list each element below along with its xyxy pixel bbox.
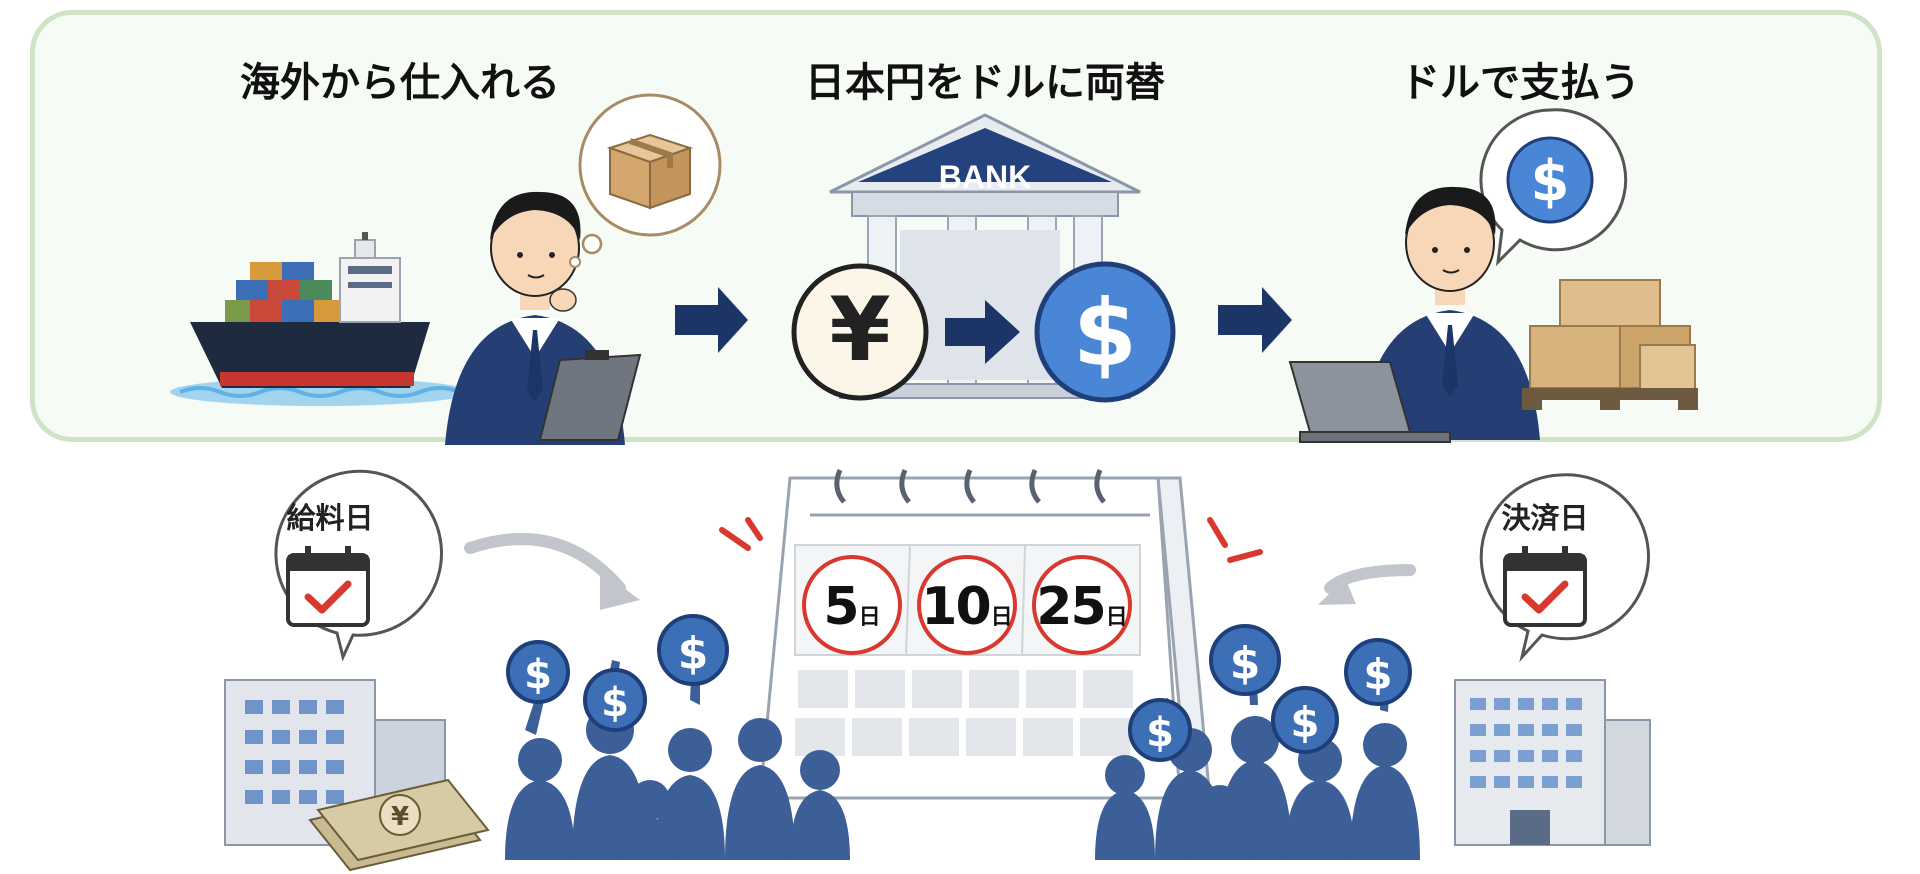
businessman-icon [445, 191, 625, 445]
payday-label: 給料日 [286, 501, 374, 535]
dollar-sign-icon: $ $ $ $ [1128, 624, 1412, 762]
yen-symbol: ¥ [829, 278, 890, 381]
bubble-dollar-symbol: $ [1531, 149, 1570, 214]
calendar-day-10: 10日 [921, 577, 1013, 637]
bank-icon: BANK [829, 113, 1141, 399]
arrow-right-icon [945, 300, 1020, 364]
crowd-dollar-6: $ [1290, 698, 1319, 747]
dollar-symbol: $ [1073, 280, 1137, 387]
crowd-dollar-1: $ [524, 652, 552, 698]
arrow-right-icon [1218, 287, 1292, 353]
step-title-pay: ドルで支払う [1400, 60, 1640, 106]
step-title-exchange: 日本円をドルに両替 [805, 60, 1165, 106]
crowd-dollar-3: $ [678, 628, 709, 679]
cardboard-box-icon [606, 133, 694, 210]
dollar-coin-icon: $ [1034, 261, 1176, 403]
bank-sign: BANK [939, 159, 1031, 195]
arrow-curved-icon [1324, 564, 1416, 594]
crowd-dollar-7: $ [1363, 650, 1392, 699]
cargo-ship-icon [170, 232, 470, 406]
settlement-day-label: 決済日 [1501, 501, 1589, 535]
calendar-check-icon [286, 546, 370, 627]
yen-coin-icon: ¥ [791, 263, 929, 401]
office-building-icon [1454, 679, 1651, 846]
banknote-stack-icon: ¥ [308, 778, 490, 872]
step-title-purchase: 海外から仕入れる [240, 60, 560, 106]
crowd-dollar-4: $ [1146, 710, 1174, 756]
calendar-day-5: 5日 [823, 577, 881, 637]
crowd-dollar-2: $ [601, 680, 629, 726]
crowd-icon [1095, 662, 1420, 860]
laptop-icon [1288, 361, 1451, 443]
arrow-right-icon [675, 287, 748, 353]
banknote-yen-symbol: ¥ [391, 802, 409, 832]
calendar-check-icon [1503, 546, 1587, 627]
businessman-icon [1360, 186, 1540, 440]
dollar-coin-icon: $ [1506, 136, 1594, 224]
crowd-dollar-5: $ [1230, 638, 1261, 689]
clipboard-icon [538, 350, 642, 441]
emphasis-lines [719, 517, 1263, 563]
pallet-boxes-icon [1522, 279, 1698, 410]
calendar-day-25: 25日 [1036, 577, 1128, 637]
dollar-sign-icon: $ $ $ [506, 614, 729, 732]
desk-calendar-icon [758, 468, 1212, 802]
arrow-curved-icon [464, 533, 626, 594]
